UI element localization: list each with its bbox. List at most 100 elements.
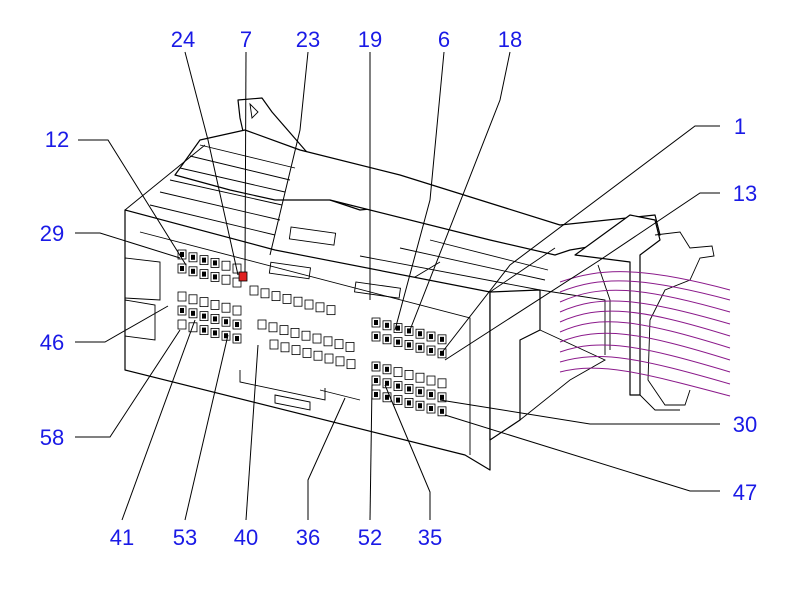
pin-cavity — [293, 296, 303, 307]
pin-terminal — [191, 310, 195, 316]
pin-cavity — [301, 330, 311, 341]
pin-cavity — [279, 325, 289, 336]
pin-terminal — [374, 364, 378, 369]
pin-terminal — [418, 331, 422, 337]
pin-cavity — [268, 322, 278, 333]
pin-cavity — [312, 333, 322, 344]
pin-cavity — [177, 319, 187, 330]
pin-cavity — [257, 319, 267, 330]
callout-40: 40 — [234, 525, 258, 550]
pin-terminal — [418, 389, 422, 395]
pin-cavity — [260, 288, 270, 299]
pin-cavity — [291, 345, 301, 356]
pin-terminal — [374, 378, 378, 383]
callout-24: 24 — [171, 27, 195, 52]
pin-terminal — [396, 383, 400, 389]
pin-terminal — [440, 336, 444, 342]
pin-cavity — [188, 322, 198, 333]
pin-cavity — [315, 302, 325, 313]
pin-cavity — [324, 353, 334, 364]
pin-terminal — [180, 266, 184, 271]
pin-cavity — [232, 277, 242, 288]
pin-terminal — [224, 333, 228, 339]
pin-cavity — [290, 328, 300, 338]
pin-terminal — [429, 392, 433, 398]
callout-29: 29 — [40, 221, 64, 246]
pin-cavity — [221, 260, 231, 271]
pin-cavity — [232, 305, 242, 316]
pin-terminal — [202, 257, 206, 263]
pin-terminal — [396, 339, 400, 345]
pin-terminal — [191, 254, 195, 260]
callout-53: 53 — [173, 525, 197, 550]
callout-labels: 24 7 23 19 6 18 1 12 13 29 46 58 30 47 4… — [40, 27, 757, 550]
pin-terminal — [418, 403, 422, 409]
pin-terminal — [202, 327, 206, 333]
callout-1: 1 — [734, 114, 746, 139]
pin-cavity — [249, 285, 259, 296]
callout-23: 23 — [296, 27, 320, 52]
pin-terminal — [385, 380, 389, 386]
pin-terminal — [202, 271, 206, 277]
pin-terminal — [385, 336, 389, 342]
pin-terminal — [213, 260, 217, 266]
pin-terminal — [374, 320, 378, 325]
callout-19: 19 — [358, 27, 382, 52]
connector-housing — [124, 97, 715, 471]
pin-terminal — [213, 274, 217, 280]
pin-terminal — [374, 334, 378, 339]
pin-terminal — [385, 394, 389, 400]
callout-58: 58 — [40, 425, 64, 450]
callout-46: 46 — [40, 330, 64, 355]
pin-terminal — [429, 348, 433, 354]
callout-41: 41 — [110, 525, 134, 550]
pin-cavity — [210, 300, 220, 310]
pin-cavity — [346, 359, 356, 370]
pin-terminal — [213, 316, 217, 322]
pin-terminal — [213, 330, 217, 336]
pin-terminal — [407, 342, 411, 348]
pin-terminal — [440, 394, 444, 400]
wire-bundle — [559, 271, 731, 397]
pin-terminal — [407, 400, 411, 406]
pin-terminal — [396, 397, 400, 403]
callout-18: 18 — [498, 27, 522, 52]
callout-6: 6 — [438, 27, 450, 52]
pin-cavity — [199, 297, 209, 308]
pin-cavity — [393, 367, 403, 378]
pin-terminal — [418, 345, 422, 351]
pin-cavity — [271, 291, 281, 302]
pin-cavity — [437, 378, 447, 389]
pin-cavity — [326, 305, 336, 316]
pin-terminal — [235, 322, 239, 328]
callout-47: 47 — [733, 480, 757, 505]
pin-terminal — [202, 313, 206, 319]
pin-terminal — [235, 336, 239, 342]
pin-cavity — [304, 299, 314, 310]
pin-terminal — [407, 328, 411, 334]
pin-terminal — [180, 308, 184, 313]
pin-cavity — [404, 370, 414, 380]
pin-cavity — [345, 342, 355, 352]
pin-terminal — [440, 350, 444, 356]
pin-terminal — [396, 325, 400, 331]
pin-terminal — [224, 319, 228, 325]
pin-cavity — [323, 336, 333, 347]
callout-52: 52 — [358, 525, 382, 550]
pin-cavity — [415, 372, 425, 383]
callout-13: 13 — [733, 181, 757, 206]
pin-terminal — [374, 392, 378, 397]
callout-35: 35 — [418, 525, 442, 550]
pin-terminal — [191, 268, 195, 274]
pin-cavity — [269, 339, 279, 350]
pin-terminal — [407, 386, 411, 392]
pin-terminal — [429, 406, 433, 412]
pin-7-highlight — [238, 271, 248, 282]
callout-30: 30 — [733, 412, 757, 437]
pin-cavity — [313, 350, 323, 361]
pin-terminal — [429, 334, 433, 340]
pin-cavity — [282, 294, 292, 304]
pin-cavity — [334, 339, 344, 350]
pin-cavity — [426, 375, 436, 386]
